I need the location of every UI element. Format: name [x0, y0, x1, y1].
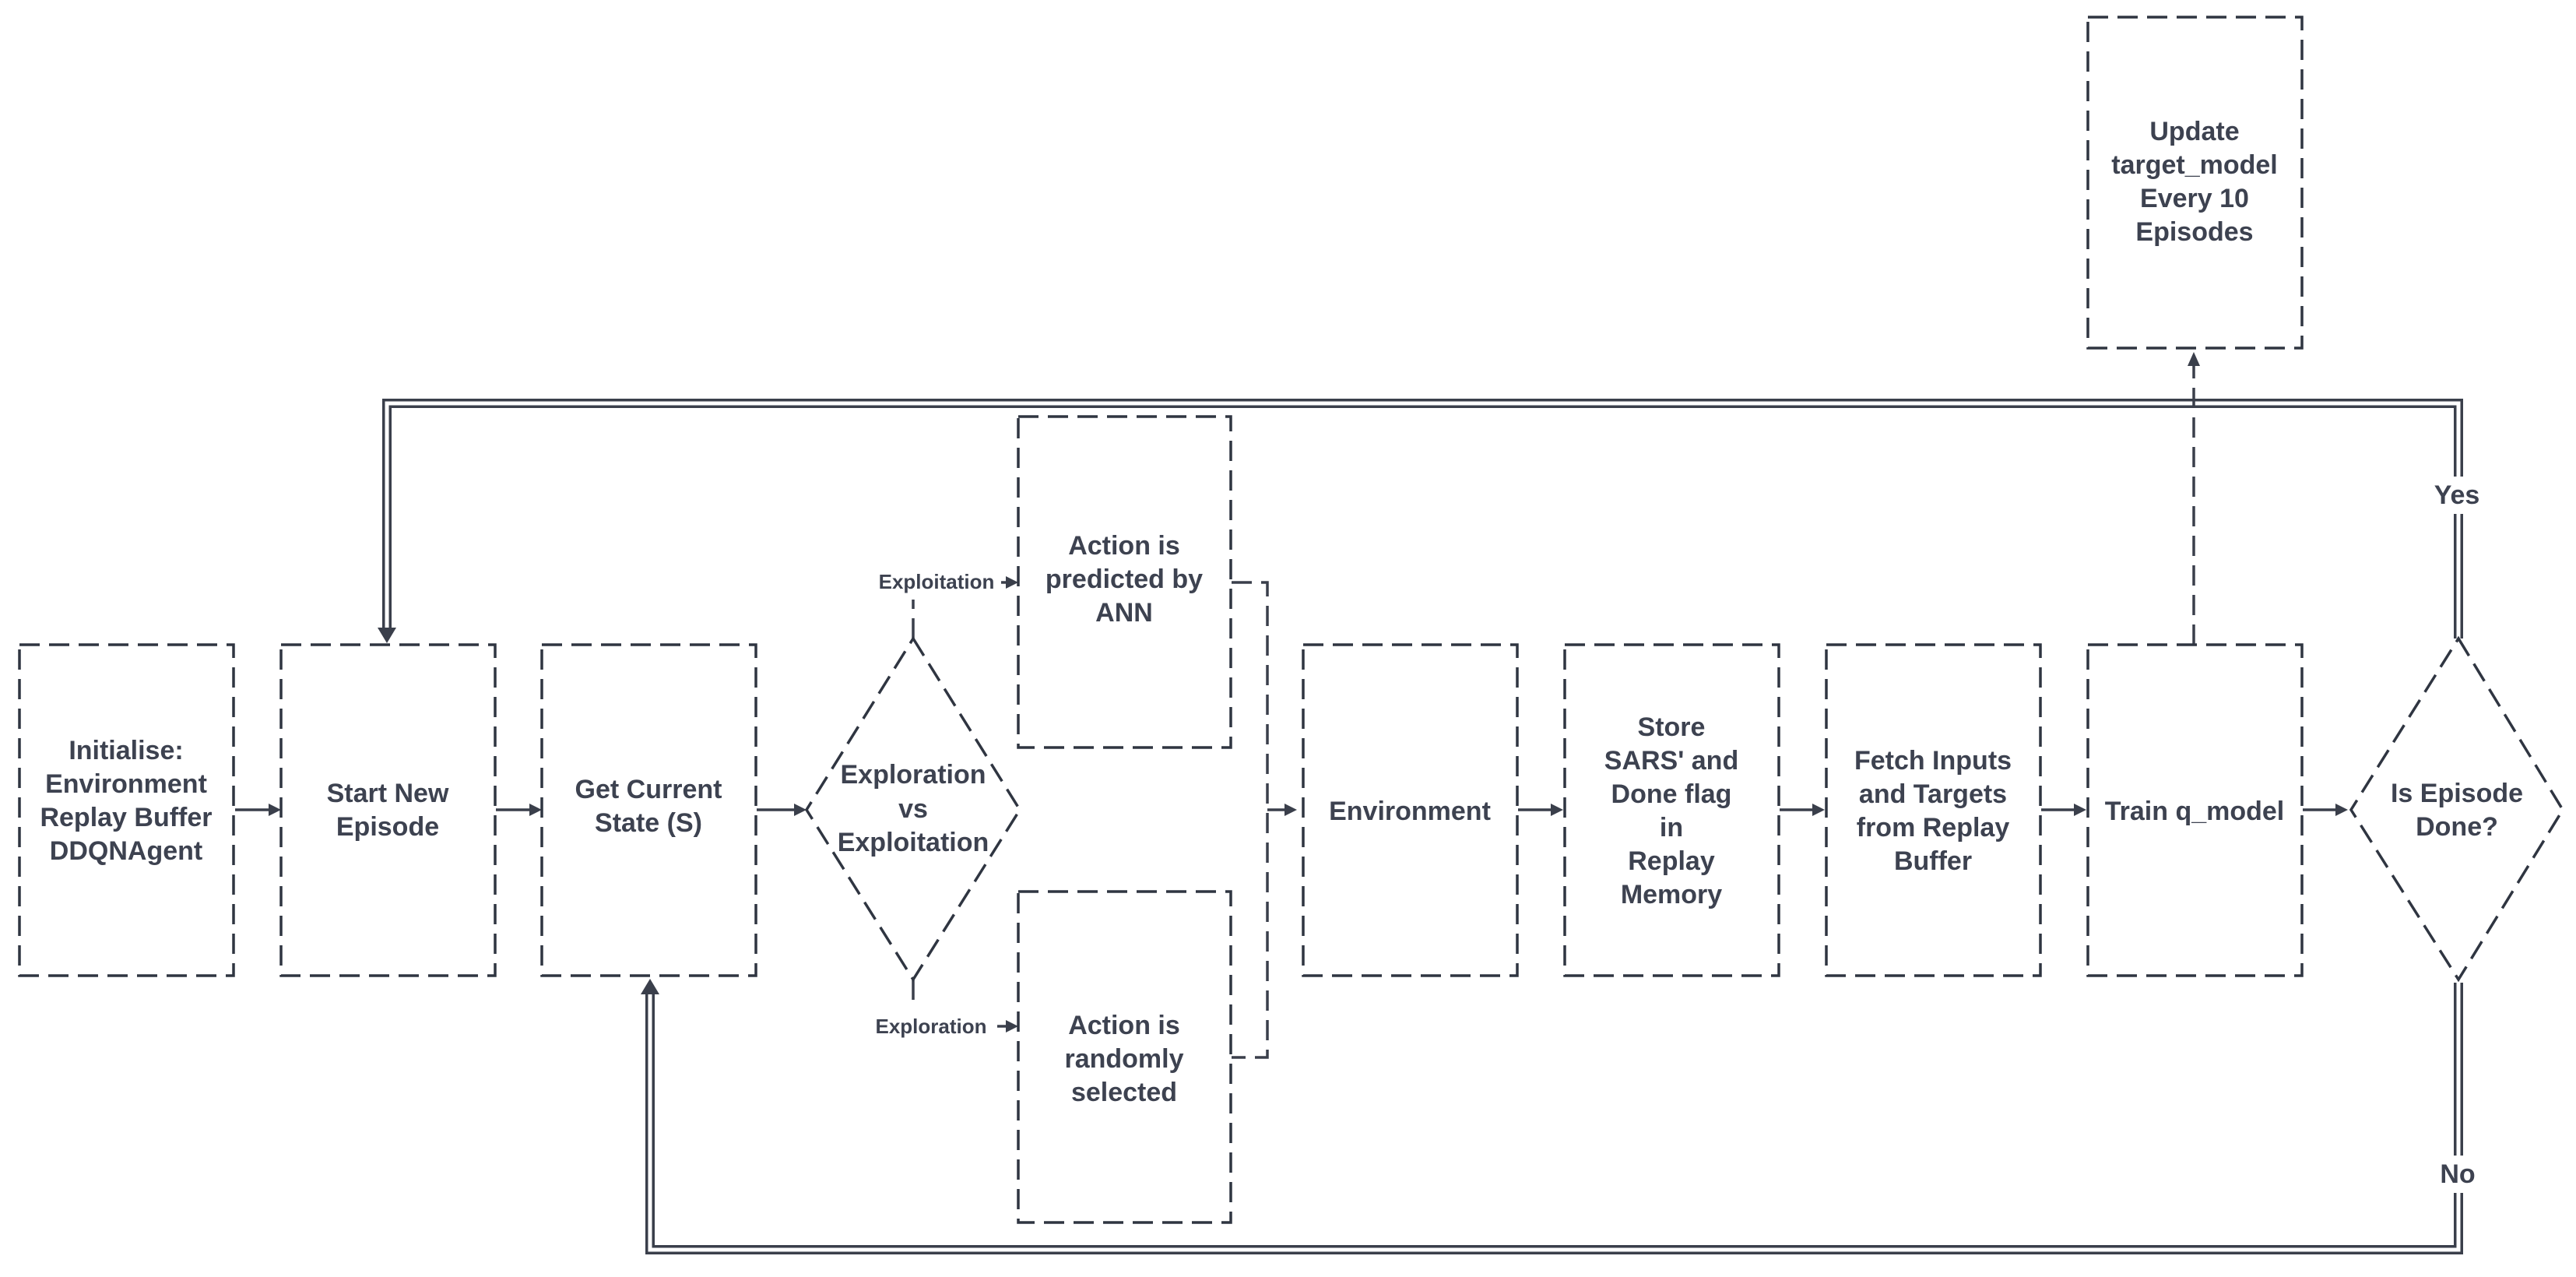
action-predicted-line-3: ANN	[1095, 598, 1153, 628]
update-line-1: Update	[2149, 117, 2239, 146]
action-predicted-line-1: Action is	[1068, 531, 1180, 561]
store-line-1: Store	[1638, 712, 1706, 742]
decision-line-1: Exploration	[840, 760, 986, 790]
merge-arrowhead	[1284, 804, 1297, 816]
train-model-node: Train q_model	[2086, 643, 2304, 977]
fetch-replay-node: Fetch Inputs and Targets from Replay Buf…	[1825, 643, 2042, 977]
action-random-node: Action is randomly selected	[1017, 890, 1232, 1224]
fetch-line-2: and Targets	[1859, 779, 2007, 809]
exploitation-arrowhead	[1006, 576, 1018, 589]
action-random-line-2: randomly	[1064, 1044, 1183, 1074]
fetch-line-4: Buffer	[1894, 846, 1972, 876]
store-line-5: Replay	[1628, 846, 1715, 876]
no-loop-arrowhead	[641, 979, 659, 994]
decision-line-3: Exploitation	[838, 828, 989, 857]
yes-loop-connector	[382, 399, 2463, 638]
exploration-label: Exploration	[875, 1015, 986, 1038]
exploitation-label: Exploitation	[879, 570, 995, 593]
store-line-4: in	[1660, 813, 1683, 843]
update-line-2: target_model	[2111, 150, 2278, 180]
yes-loop-arrowhead	[378, 628, 396, 643]
start-episode-line-2: Episode	[336, 812, 439, 842]
get-state-line-1: Get Current	[575, 775, 722, 804]
no-label: No	[2440, 1159, 2475, 1189]
exploration-decision-node: Exploration vs Exploitation	[804, 635, 1022, 983]
train-label: Train q_model	[2105, 797, 2285, 826]
start-episode-line-1: Start New	[327, 779, 449, 808]
yes-label: Yes	[2434, 480, 2480, 510]
episode-done-line-2: Done?	[2416, 812, 2498, 842]
fetch-line-3: from Replay	[1857, 813, 2010, 843]
initialise-line-4: DDQNAgent	[50, 836, 202, 866]
store-memory-node: Store SARS' and Done flag in Replay Memo…	[1563, 643, 1780, 977]
start-episode-node: Start New Episode	[279, 643, 497, 977]
episode-done-decision-node: Is Episode Done?	[2349, 635, 2565, 983]
action-predicted-node: Action is predicted by ANN	[1017, 415, 1232, 749]
initialise-line-3: Replay Buffer	[40, 803, 212, 832]
update-line-3: Every 10	[2140, 184, 2249, 213]
environment-label: Environment	[1329, 797, 1491, 826]
action-random-line-1: Action is	[1068, 1011, 1180, 1040]
fetch-line-1: Fetch Inputs	[1854, 746, 2012, 776]
get-state-node: Get Current State (S)	[540, 643, 757, 977]
merge-connector	[1232, 581, 1269, 1059]
exploration-arrowhead	[1006, 1020, 1018, 1033]
get-state-line-2: State (S)	[595, 808, 702, 838]
update-line-4: Episodes	[2135, 217, 2253, 247]
update-target-node: Update target_model Every 10 Episodes	[2086, 16, 2304, 350]
initialise-line-1: Initialise:	[69, 736, 183, 765]
store-line-2: SARS' and	[1604, 746, 1738, 776]
store-line-3: Done flag	[1611, 779, 1732, 809]
initialise-node: Initialise: Environment Replay Buffer DD…	[18, 643, 235, 977]
store-line-6: Memory	[1621, 880, 1722, 909]
environment-node: Environment	[1302, 643, 1519, 977]
episode-done-line-1: Is Episode	[2391, 779, 2523, 808]
decision-line-2: vs	[898, 794, 928, 824]
action-random-line-3: selected	[1071, 1078, 1177, 1107]
action-predicted-line-2: predicted by	[1046, 565, 1203, 594]
initialise-line-2: Environment	[45, 769, 207, 799]
